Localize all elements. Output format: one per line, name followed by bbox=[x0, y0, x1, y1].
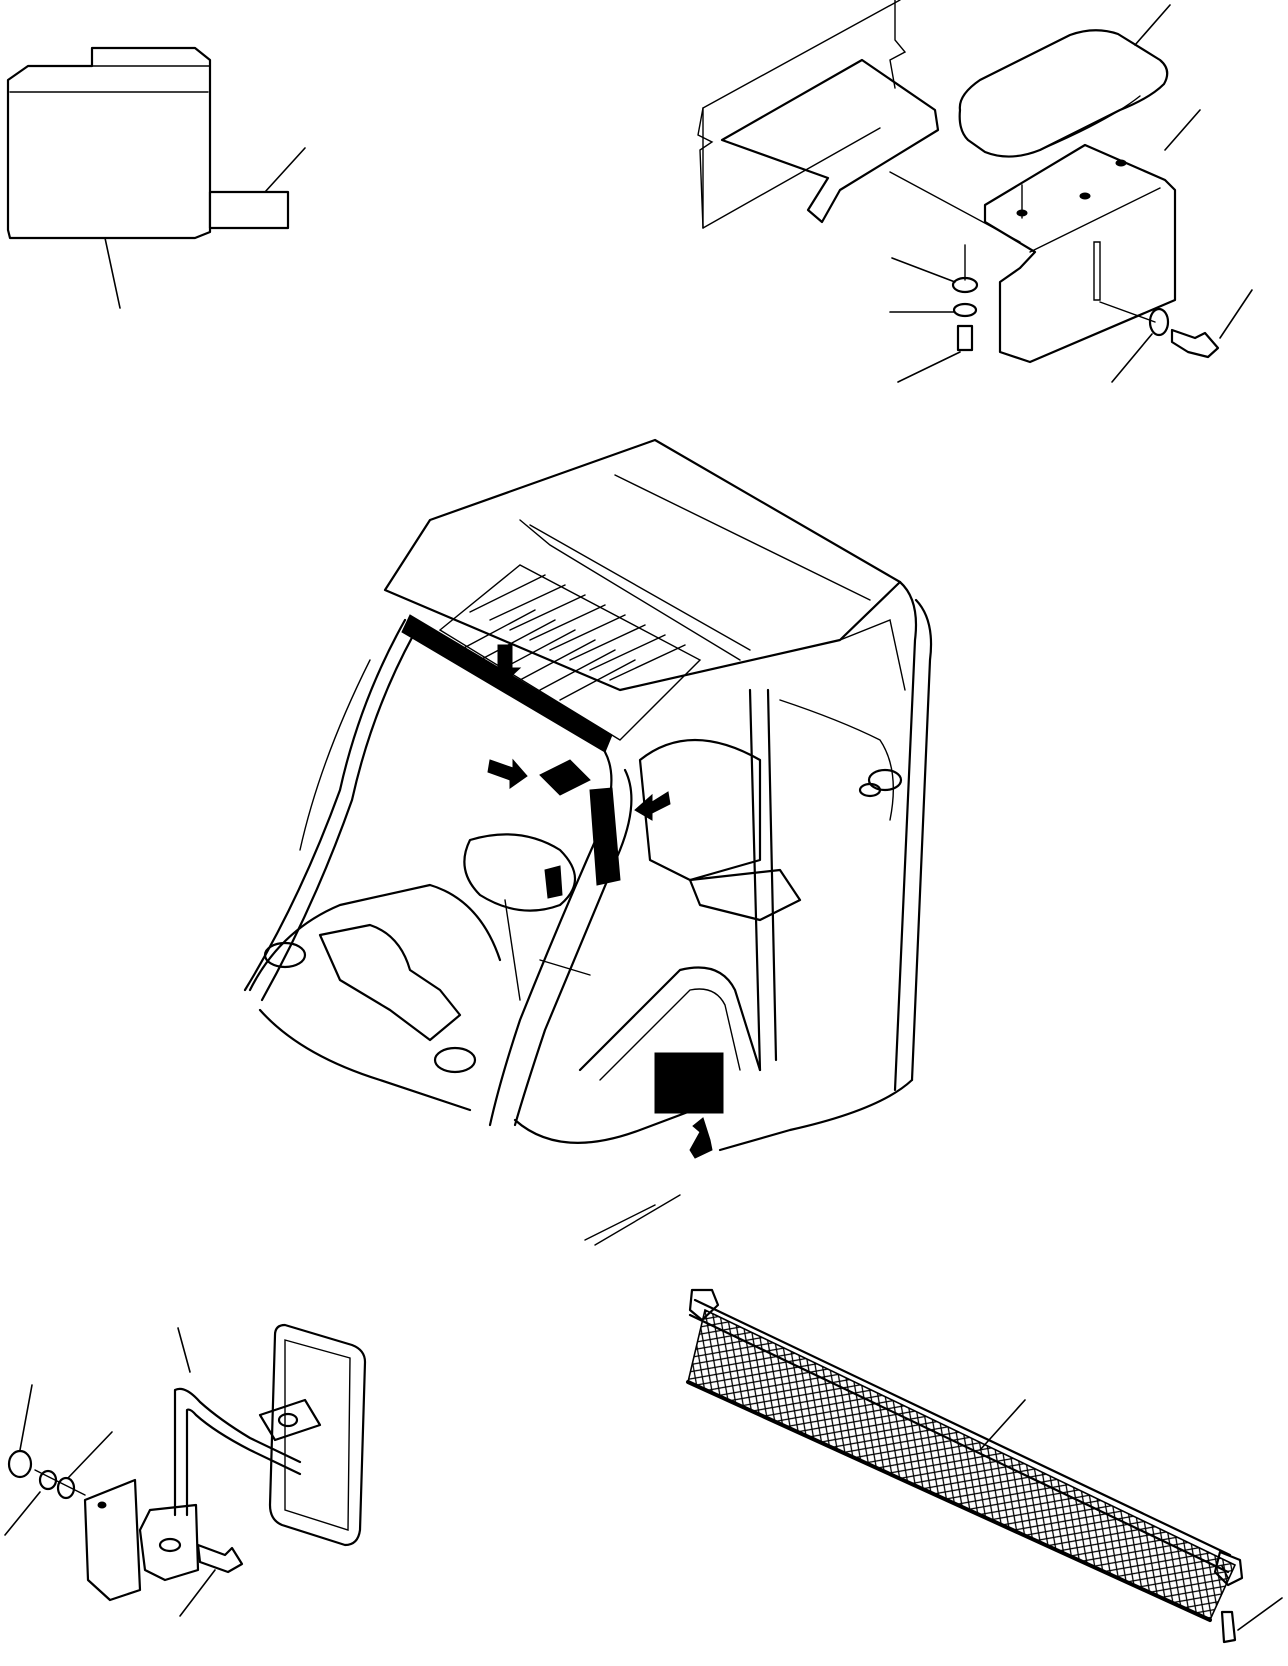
arrow-right-icon bbox=[487, 758, 528, 789]
cab bbox=[243, 438, 933, 1246]
mesh-screen bbox=[687, 1308, 1237, 1622]
box-part bbox=[6, 46, 306, 309]
decal-rear bbox=[654, 1052, 724, 1114]
arrow-left-icon bbox=[634, 791, 671, 821]
decal-2 bbox=[589, 787, 621, 886]
arrow-up-icon bbox=[689, 1117, 713, 1159]
sunshade-roller bbox=[686, 1288, 1283, 1644]
decal-3 bbox=[544, 865, 563, 899]
sunshade-roll bbox=[401, 614, 613, 753]
armrest-assembly bbox=[697, 0, 1253, 383]
mirror-assembly bbox=[4, 1323, 367, 1617]
roof-grille bbox=[438, 564, 702, 741]
decal-1 bbox=[539, 759, 591, 796]
arrow-down-icon bbox=[488, 644, 522, 683]
